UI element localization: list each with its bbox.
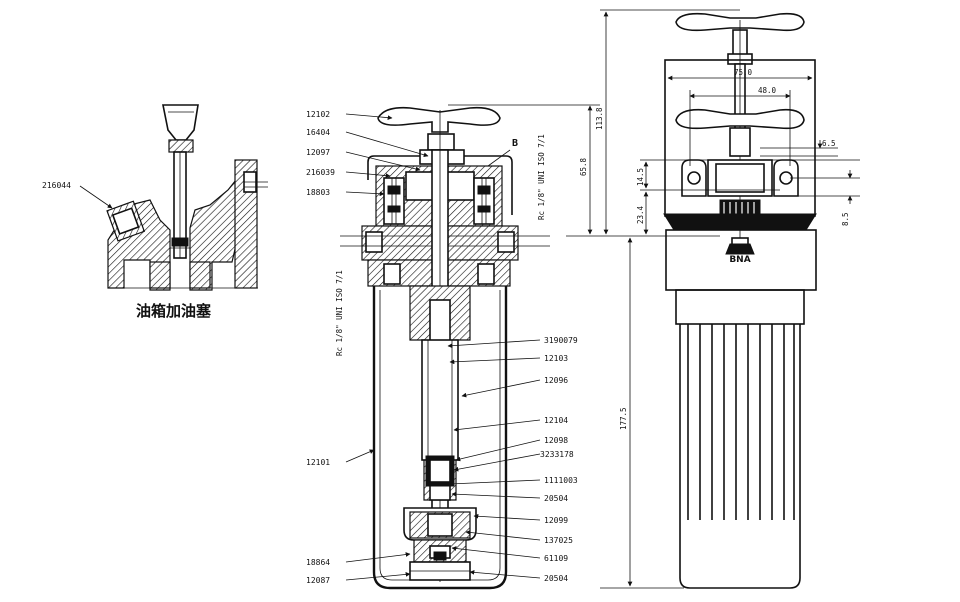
part-label: 12103: [544, 354, 568, 363]
section-labels-left: 12102 16404 12097 216039 18803 12101 188…: [306, 110, 335, 585]
part-label: 12097: [306, 148, 330, 157]
part-label: 12099: [544, 516, 568, 525]
thread-note-top: Rc 1/8" UNI ISO 7/1: [537, 134, 546, 220]
dim-113-8: 113.8: [595, 107, 604, 130]
thread-note-side: Rc 1/8" UNI ISO 7/1: [335, 270, 344, 356]
part-label: 216039: [306, 168, 335, 177]
part-label: 16404: [306, 128, 330, 137]
part-label: 3190079: [544, 336, 578, 345]
brand-mark: BNA: [729, 255, 750, 265]
section-leaders-left: [345, 113, 429, 581]
inset-part-label: 216044: [42, 181, 71, 190]
part-label: 12104: [544, 416, 568, 425]
part-label: 12098: [544, 436, 568, 445]
inset-filler-cap: 216044 油箱加油塞: [42, 104, 268, 320]
part-label: 18864: [306, 558, 330, 567]
detail-marker: B: [512, 138, 518, 149]
part-label: 12096: [544, 376, 568, 385]
part-label: 1111003: [544, 476, 578, 485]
check-valve-right: [477, 178, 491, 224]
dim-6-5: 6.5: [822, 139, 836, 148]
dim-8-5: 8.5: [841, 212, 850, 226]
part-label: 3233178: [540, 450, 574, 459]
part-label: 20504: [544, 494, 568, 503]
part-label: 18803: [306, 188, 330, 197]
part-label: 12101: [306, 458, 330, 467]
part-label: 137025: [544, 536, 573, 545]
dim-177-5: 177.5: [619, 407, 628, 430]
part-label: 12087: [306, 576, 330, 585]
dim-14-5: 14.5: [636, 168, 645, 186]
dim-23-4: 23.4: [636, 205, 645, 224]
dim-65-8: 65.8: [579, 157, 588, 176]
dim-48-0: 48.0: [758, 86, 777, 95]
part-label: 20504: [544, 574, 568, 583]
dim-75-0: 75.0: [734, 68, 753, 77]
section-leaders-right: [447, 339, 541, 579]
section-labels-right: 3190079 12103 12096 12104 12098 3233178 …: [540, 336, 578, 583]
exterior-view: BNA 75.0 48.0 6.5 14.5 23.4 8.5: [636, 12, 860, 589]
part-label: 61109: [544, 554, 568, 563]
part-label: 12102: [306, 110, 330, 119]
check-valve-left: [387, 178, 401, 224]
inset-caption: 油箱加油塞: [136, 302, 212, 320]
